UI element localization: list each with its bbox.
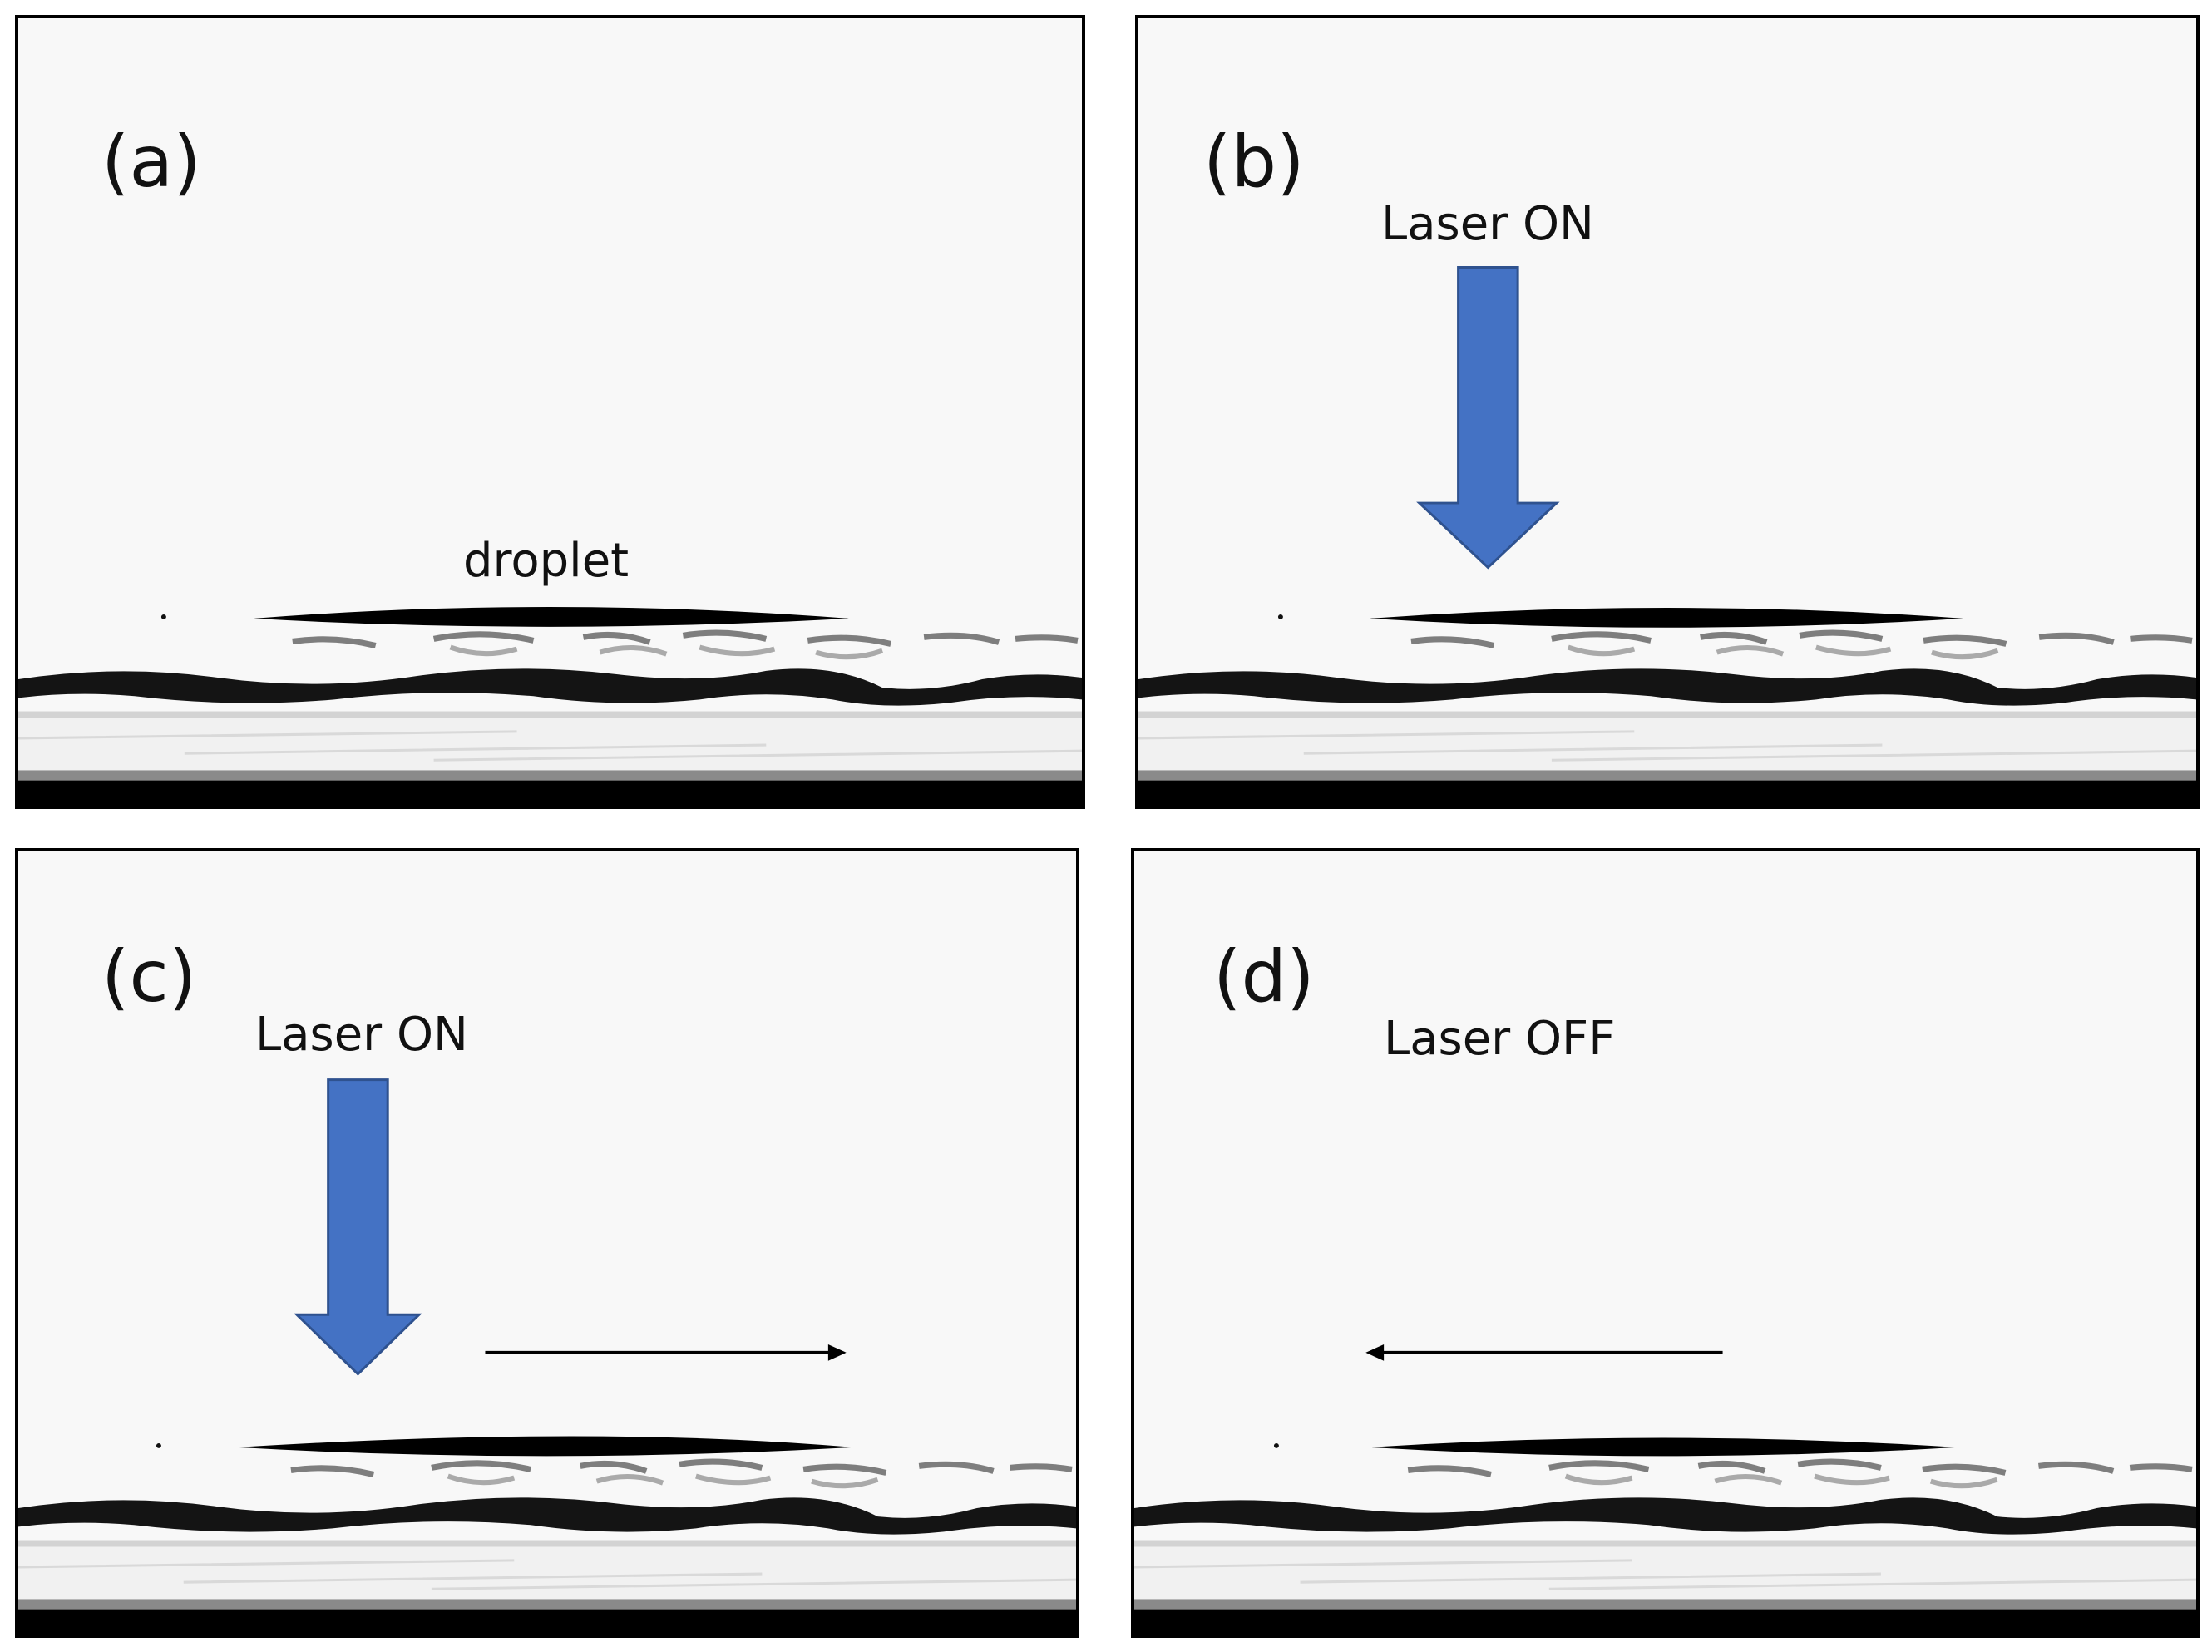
panel-label: (b) bbox=[1203, 121, 1305, 204]
laser-arrow-icon bbox=[294, 1078, 422, 1376]
laser-state-label: Laser OFF bbox=[1384, 1012, 1616, 1066]
droplet-shape bbox=[237, 1436, 853, 1457]
droplet-label: droplet bbox=[463, 534, 630, 588]
panel-c: (c) Laser ON bbox=[15, 848, 1079, 1638]
substrate-image-d bbox=[1134, 1344, 2196, 1635]
droplet-shape bbox=[1370, 1437, 1957, 1457]
laser-arrow-icon bbox=[1416, 265, 1560, 570]
panel-label: (d) bbox=[1213, 935, 1315, 1018]
panel-label: (a) bbox=[101, 121, 201, 204]
droplet-shape bbox=[254, 607, 849, 627]
panel-label: (c) bbox=[101, 935, 197, 1018]
panel-d: (d) Laser OFF bbox=[1131, 848, 2200, 1638]
substrate-image-b bbox=[1138, 265, 2196, 806]
substrate-image-a bbox=[18, 607, 1082, 806]
laser-state-label: Laser ON bbox=[255, 1008, 468, 1062]
panel-b: (b) Laser ON bbox=[1135, 15, 2200, 809]
droplet-shape bbox=[1370, 608, 1963, 628]
substrate-image-c bbox=[18, 1078, 1076, 1635]
laser-state-label: Laser ON bbox=[1381, 197, 1594, 251]
panel-a: (a) droplet bbox=[15, 15, 1085, 809]
